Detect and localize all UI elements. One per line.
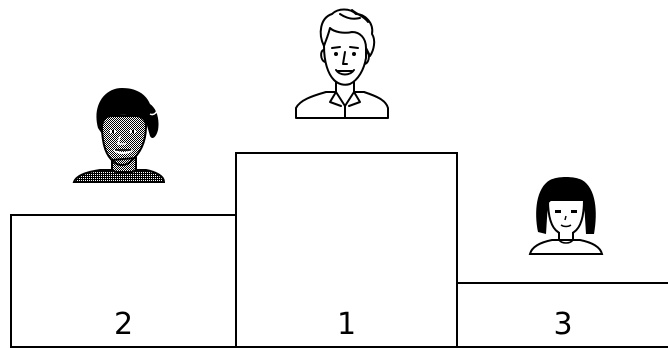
place-number-3: 3 xyxy=(553,307,573,342)
place-number-2: 2 xyxy=(113,307,134,342)
woman-dark-avatar-icon xyxy=(72,88,166,183)
podium-third-place: 3 xyxy=(456,282,668,348)
podium-second-place: 2 xyxy=(10,214,237,348)
man-avatar-icon xyxy=(295,8,389,119)
girl-avatar-icon xyxy=(528,177,604,255)
podium-first-place: 1 xyxy=(235,152,458,348)
place-number-1: 1 xyxy=(336,307,357,342)
